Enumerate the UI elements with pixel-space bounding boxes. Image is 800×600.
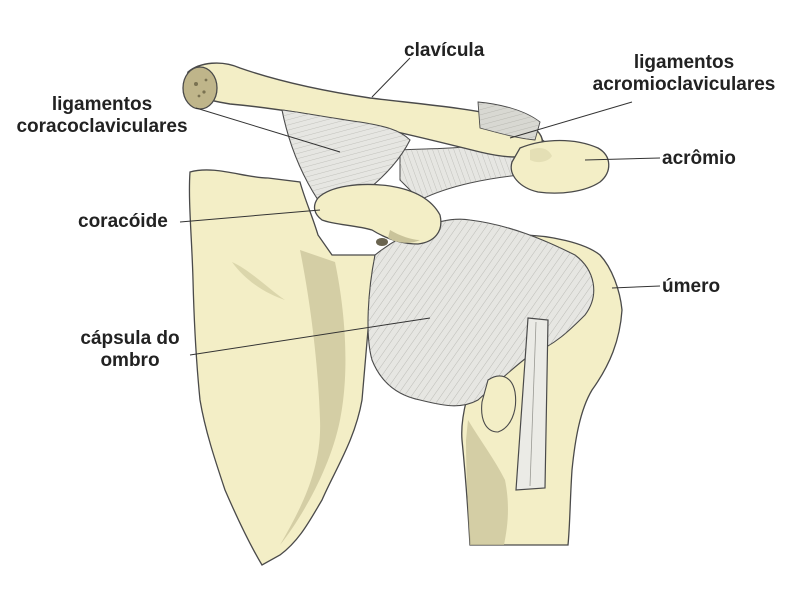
label-ligamentos-acromioclaviculares: ligamentos acromioclaviculares	[584, 52, 784, 96]
leader-line-coracoide	[179, 209, 321, 223]
label-clavicula-text: clavícula	[404, 40, 485, 61]
biceps-tendon	[515, 317, 549, 491]
leader-line-coracoclaviculares	[195, 107, 341, 153]
leader-line-clavicula	[371, 57, 411, 98]
label-umero: úmero	[662, 276, 720, 298]
leader-line-acromioclaviculares	[509, 101, 633, 139]
label-clavicula: clavícula	[404, 40, 484, 62]
label-acromio-line2: acromioclaviculares	[592, 74, 776, 95]
label-acromio-text: acrômio	[662, 148, 736, 169]
label-capsula-line2: ombro	[100, 350, 160, 371]
coracoid-shape	[313, 183, 442, 245]
label-capsula-do-ombro: cápsula do ombro	[70, 328, 190, 372]
label-capsula-line1: cápsula do	[80, 328, 180, 349]
label-acromio-line1: ligamentos	[633, 52, 735, 73]
label-coraco-line2: coracoclaviculares	[16, 116, 188, 137]
humerus-shadow	[466, 420, 508, 545]
leader-line-acromio	[584, 157, 661, 161]
label-coracoide-text: coracóide	[78, 211, 168, 232]
label-coraco-line1: ligamentos	[51, 94, 153, 115]
label-ligamentos-coracoclaviculares: ligamentos coracoclaviculares	[10, 94, 194, 138]
leader-line-umero	[611, 285, 661, 289]
label-acromio: acrômio	[662, 148, 736, 170]
tubercle-bulge	[481, 375, 517, 433]
label-coracoide: coracóide	[78, 211, 168, 233]
scapula-shadow-2	[232, 262, 285, 300]
label-umero-text: úmero	[662, 276, 721, 297]
leader-line-capsula	[189, 317, 431, 356]
scapula-shadow	[280, 250, 346, 545]
